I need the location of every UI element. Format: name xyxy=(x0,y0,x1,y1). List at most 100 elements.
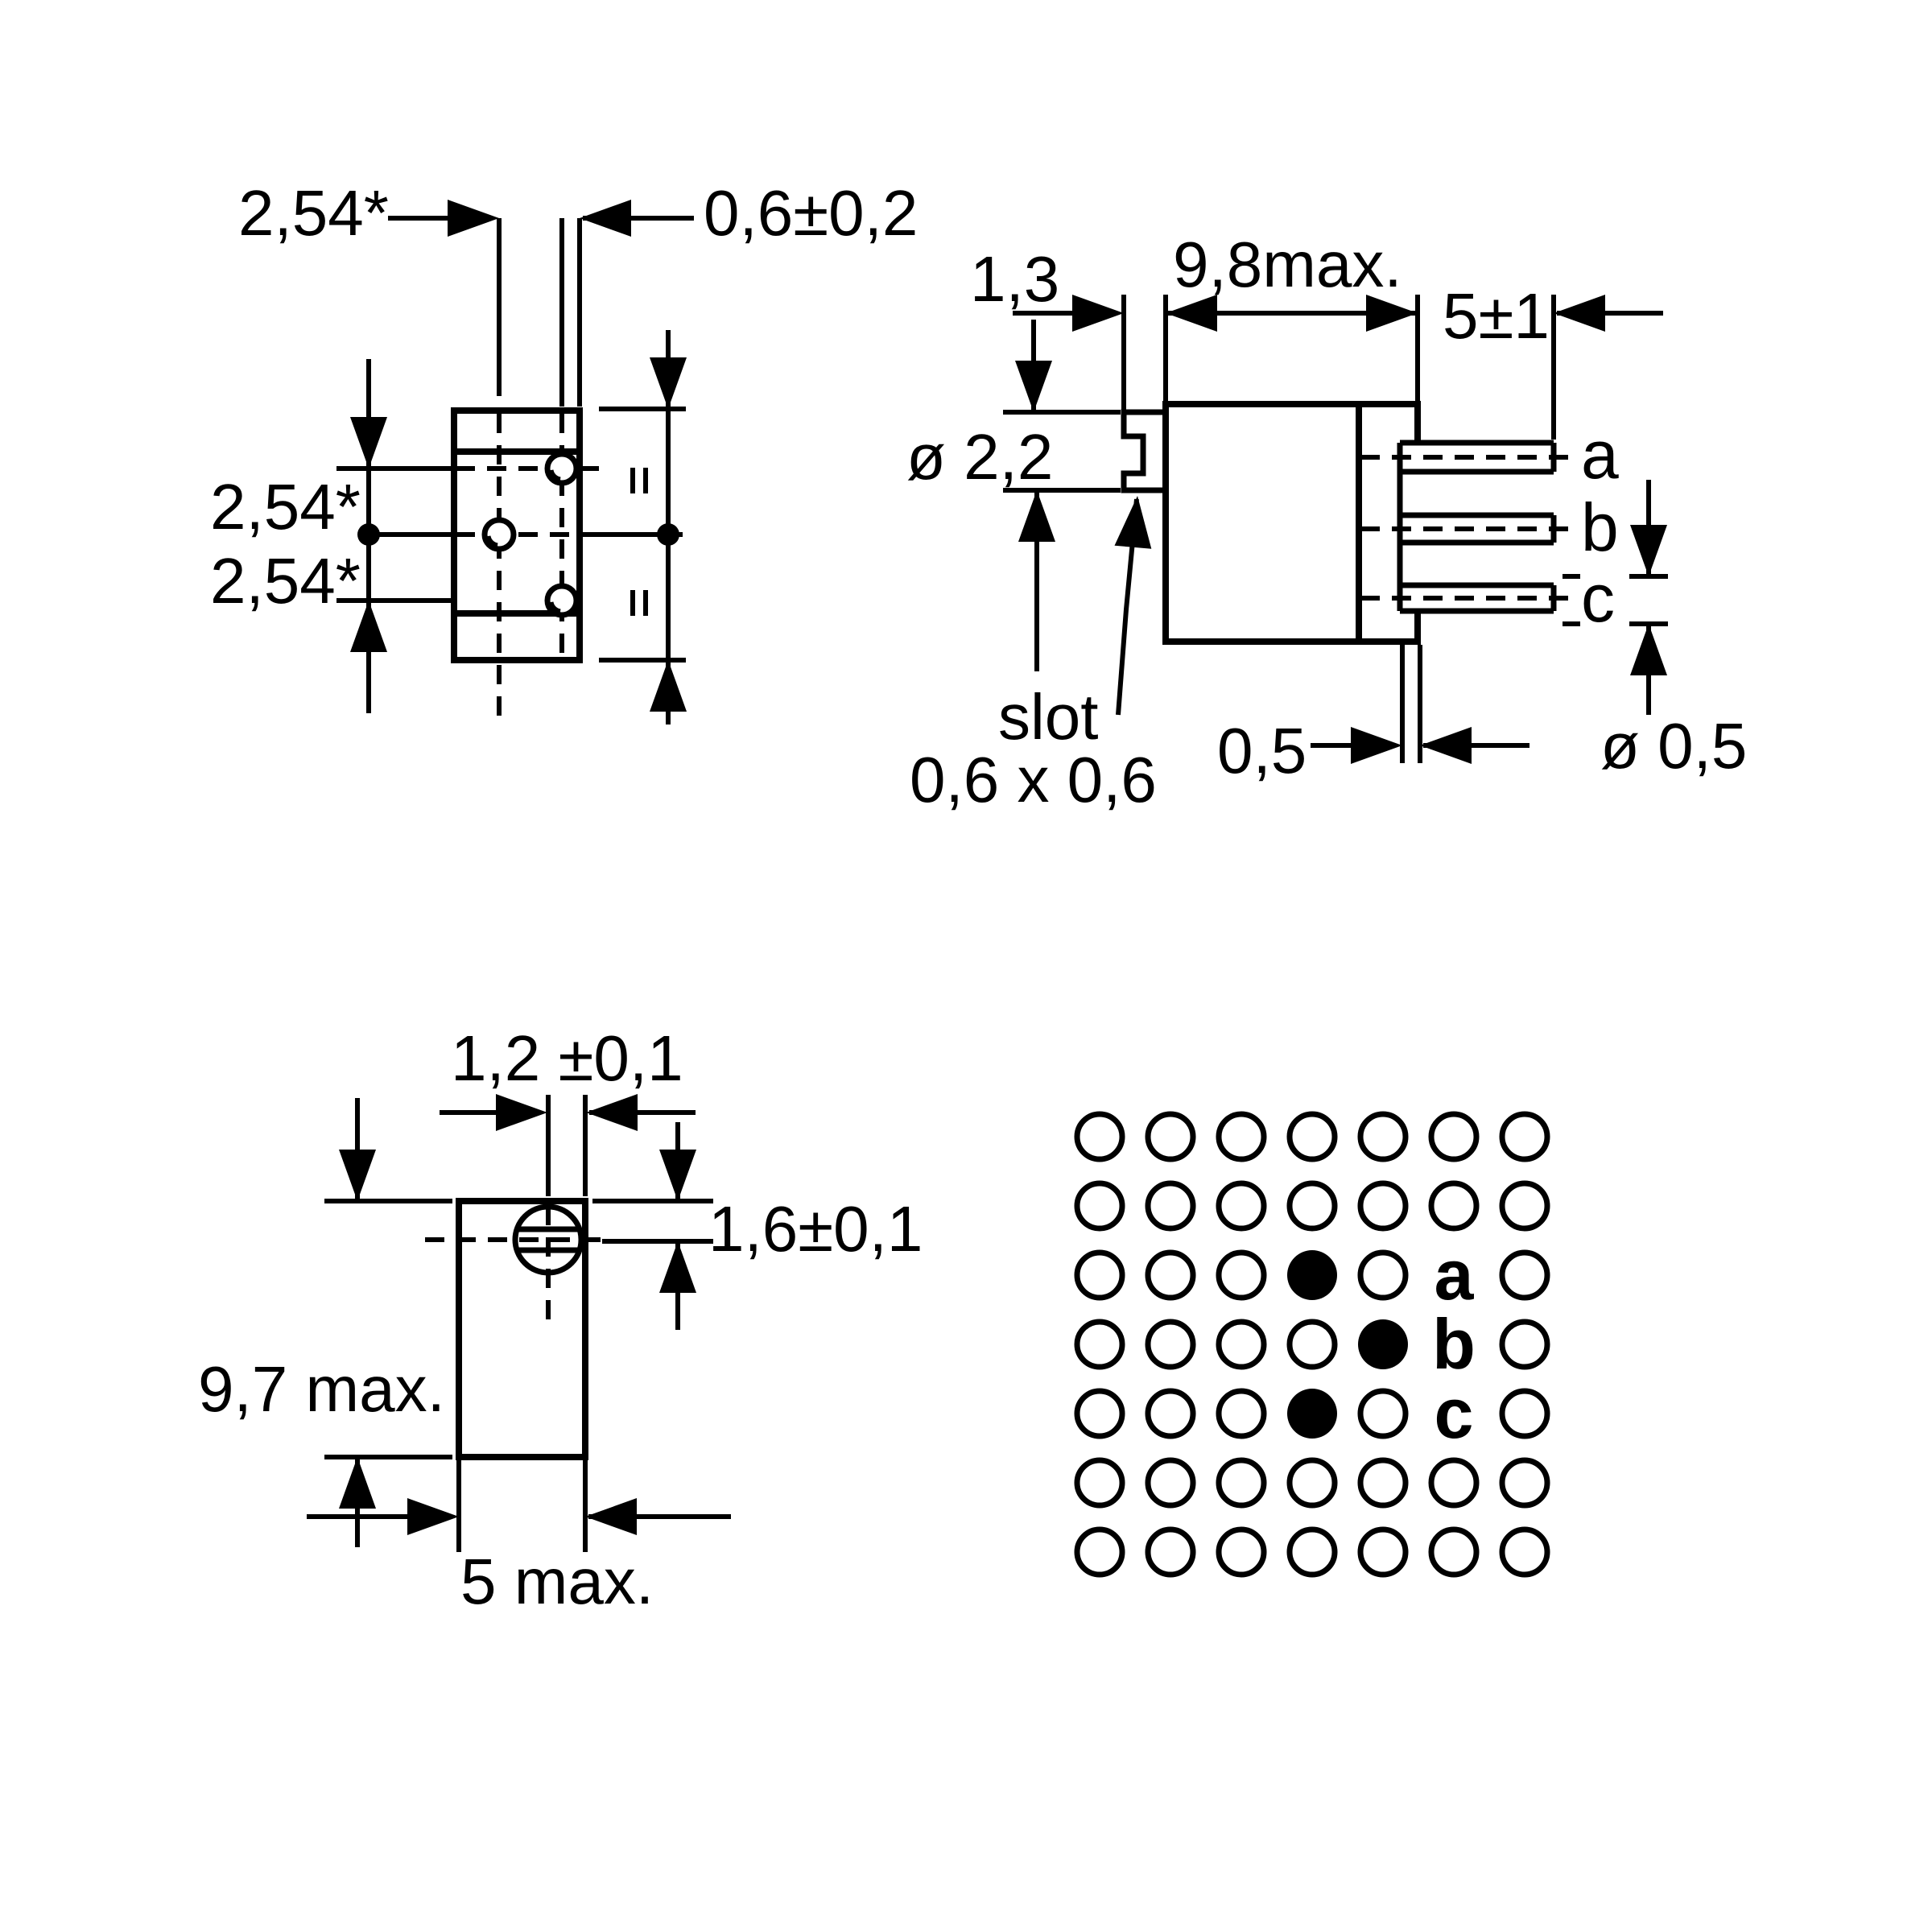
pcb-hole xyxy=(1357,1388,1409,1439)
dimension-dot xyxy=(357,523,380,546)
pcb-hole xyxy=(1428,1111,1480,1162)
pcb-hole xyxy=(1145,1249,1196,1301)
pcb-hole xyxy=(1216,1249,1267,1301)
dim-label-slot-width: 1,2 ±0,1 xyxy=(451,1022,683,1094)
dim-label-screw-offset: 1,6±0,1 xyxy=(708,1193,923,1265)
pin-b xyxy=(1360,512,1568,546)
dim-label-boss-offset: 1,3 xyxy=(970,243,1059,315)
dim-label-row-spacing-1: 2,54* xyxy=(210,471,361,543)
pcb-hole xyxy=(1357,1249,1409,1301)
dim-label-body-depth: 5 max. xyxy=(460,1546,654,1617)
pcb-hole xyxy=(1499,1319,1550,1370)
pcb-hole xyxy=(1074,1319,1125,1370)
dim-pin-pitch-top: 2,54* xyxy=(238,177,502,396)
pcb-hole xyxy=(1286,1457,1338,1509)
pcb-hole xyxy=(1074,1457,1125,1509)
pcb-hole xyxy=(1074,1388,1125,1439)
pcb-hole xyxy=(1286,1180,1338,1232)
body-outline xyxy=(456,1198,588,1460)
pcb-hole xyxy=(1216,1457,1267,1509)
arrowhead-down-icon xyxy=(650,357,687,409)
pcb-hole xyxy=(1216,1111,1267,1162)
front-view: 2,54* 0,6±0,2 xyxy=(210,177,918,724)
arrowhead-right-icon xyxy=(496,1094,547,1131)
pcb-hole xyxy=(1145,1319,1196,1370)
pcb-hole-filled xyxy=(1287,1389,1337,1439)
pcb-hole xyxy=(1286,1319,1338,1370)
pcb-hole xyxy=(1216,1319,1267,1370)
dimension-dot xyxy=(657,523,679,546)
dim-profile-height: 9,7 max. xyxy=(198,1098,452,1547)
pin-hole-c xyxy=(544,583,580,618)
body-outline xyxy=(451,407,583,663)
dim-label-cover-thickness: 0,5 xyxy=(1217,715,1307,786)
dim-boss-offset: 1,3 xyxy=(970,243,1168,411)
pcb-hole xyxy=(1499,1526,1550,1578)
arrowhead-down-icon xyxy=(350,417,387,469)
body-outline xyxy=(1162,401,1421,645)
arrowhead-right-icon xyxy=(448,200,499,237)
pins: a b c xyxy=(1360,417,1619,636)
arrowhead-down-icon xyxy=(1015,361,1052,412)
pin-label-a: a xyxy=(1581,417,1619,493)
pin-label-c: c xyxy=(1581,560,1615,636)
pcb-hole xyxy=(1357,1180,1409,1232)
hole-detail-arc xyxy=(485,535,498,549)
dim-label-pitch-top: 2,54* xyxy=(238,177,389,249)
pcb-hole-filled xyxy=(1287,1250,1337,1300)
dim-pin-width-top: 0,6±0,2 xyxy=(559,177,918,407)
dim-pin-diameter: ø 0,5 xyxy=(1563,480,1747,782)
pcb-hole xyxy=(1428,1457,1480,1509)
pcb-hole xyxy=(1499,1388,1550,1439)
pcb-hole xyxy=(1499,1111,1550,1162)
slot-size-label: 0,6 x 0,6 xyxy=(910,744,1157,815)
arrowhead-down-icon xyxy=(659,1150,696,1201)
arrowhead-down-icon xyxy=(1630,525,1667,576)
dim-screw-offset: 1,6±0,1 xyxy=(592,1122,923,1330)
arrowhead-right-icon xyxy=(1351,727,1402,764)
pcb-hole xyxy=(1499,1180,1550,1232)
dim-label-shaft-dia: ø 2,2 xyxy=(906,421,1053,493)
adjustment-slot-boss xyxy=(1121,409,1166,493)
side-view: 1,3 9,8max. 5±1 xyxy=(906,229,1747,815)
arrowhead-right-icon xyxy=(1072,295,1124,332)
pcb-pattern: abc xyxy=(1074,1111,1550,1578)
pin-label-b: b xyxy=(1581,489,1619,565)
dim-cover-thickness: 0,5 xyxy=(1217,645,1530,786)
pin-hole-b xyxy=(481,517,517,552)
pin-c xyxy=(1360,582,1568,614)
dim-label-pin-width: 0,6±0,2 xyxy=(704,177,918,249)
dim-label-row-spacing-2: 2,54* xyxy=(210,545,361,617)
pcb-hole xyxy=(1074,1180,1125,1232)
pcb-hole xyxy=(1145,1388,1196,1439)
profile-body xyxy=(425,1198,601,1460)
pcb-hole xyxy=(1145,1526,1196,1578)
arrowhead-down-icon xyxy=(339,1150,376,1201)
pcb-hole xyxy=(1286,1526,1338,1578)
dim-body-height-right xyxy=(599,330,687,724)
pcb-hole xyxy=(1428,1526,1480,1578)
dim-label-pin-dia: ø 0,5 xyxy=(1600,710,1747,782)
hole-detail-arc xyxy=(547,469,561,483)
dim-profile-depth: 5 max. xyxy=(307,1460,731,1617)
dim-label-body-height: 9,7 max. xyxy=(198,1353,445,1425)
pcb-hole xyxy=(1216,1526,1267,1578)
dim-shaft-diameter: ø 2,2 xyxy=(906,320,1121,671)
profile-view: 1,2 ±0,1 1,6±0,1 xyxy=(198,1022,923,1617)
pcb-hole xyxy=(1145,1180,1196,1232)
dim-label-pin-length: 5±1 xyxy=(1443,280,1550,352)
pcb-hole xyxy=(1074,1111,1125,1162)
pcb-hole xyxy=(1357,1457,1409,1509)
pcb-hole xyxy=(1216,1180,1267,1232)
front-body xyxy=(336,407,683,716)
pcb-hole xyxy=(1145,1457,1196,1509)
pcb-hole xyxy=(1145,1111,1196,1162)
pin-a xyxy=(1360,440,1568,475)
arrowhead-up-icon xyxy=(1114,493,1156,549)
pcb-hole xyxy=(1216,1388,1267,1439)
pcb-row-label-c: c xyxy=(1435,1373,1474,1453)
dim-slot-width: 1,2 ±0,1 xyxy=(440,1022,696,1196)
pcb-hole xyxy=(1499,1457,1550,1509)
